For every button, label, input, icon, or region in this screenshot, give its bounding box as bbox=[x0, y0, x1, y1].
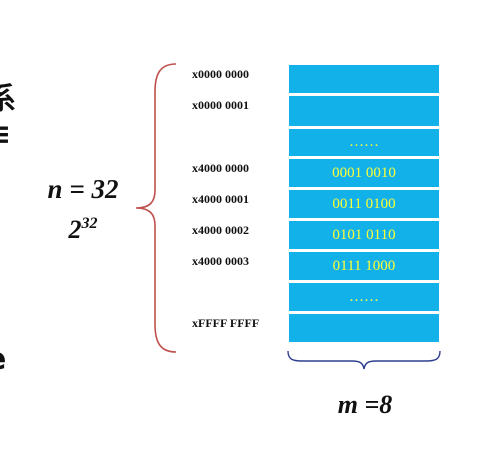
power-base: 2 bbox=[68, 215, 82, 244]
memory-cell: 0101 0110 bbox=[289, 221, 439, 249]
address-label: x0000 0001 bbox=[192, 98, 249, 112]
memory-cell: …… bbox=[289, 283, 439, 311]
cut-glyph-top: 系 bbox=[0, 82, 16, 117]
address-label: x4000 0000 bbox=[192, 161, 249, 175]
memory-cell: 0111 1000 bbox=[289, 252, 439, 280]
address-label: xFFFF FFFF bbox=[192, 316, 260, 330]
memory-cell bbox=[289, 314, 439, 342]
memory-cell: 0011 0100 bbox=[289, 190, 439, 218]
cell-width-label: m =8 bbox=[337, 390, 393, 419]
address-bits-label: n = 32 bbox=[47, 174, 119, 204]
address-label: x4000 0003 bbox=[192, 254, 249, 268]
address-label: x4000 0001 bbox=[192, 192, 249, 206]
memory-cell: 0001 0010 bbox=[289, 159, 439, 187]
address-label: x4000 0002 bbox=[192, 223, 249, 237]
address-space-size-label: 232 bbox=[28, 216, 138, 243]
address-range-brace bbox=[135, 63, 177, 353]
cut-glyph-middle: ≡ bbox=[0, 120, 11, 150]
cell-width-brace bbox=[287, 350, 441, 370]
power-exponent: 32 bbox=[81, 215, 98, 232]
cut-glyph-bottom: e bbox=[0, 345, 6, 375]
memory-cell bbox=[289, 96, 439, 126]
memory-cell: …… bbox=[289, 129, 439, 156]
memory-array: …… 0001 0010 0011 0100 0101 0110 0111 1000 …… bbox=[289, 65, 439, 342]
memory-cell bbox=[289, 65, 439, 93]
address-label: x0000 0000 bbox=[192, 67, 249, 81]
